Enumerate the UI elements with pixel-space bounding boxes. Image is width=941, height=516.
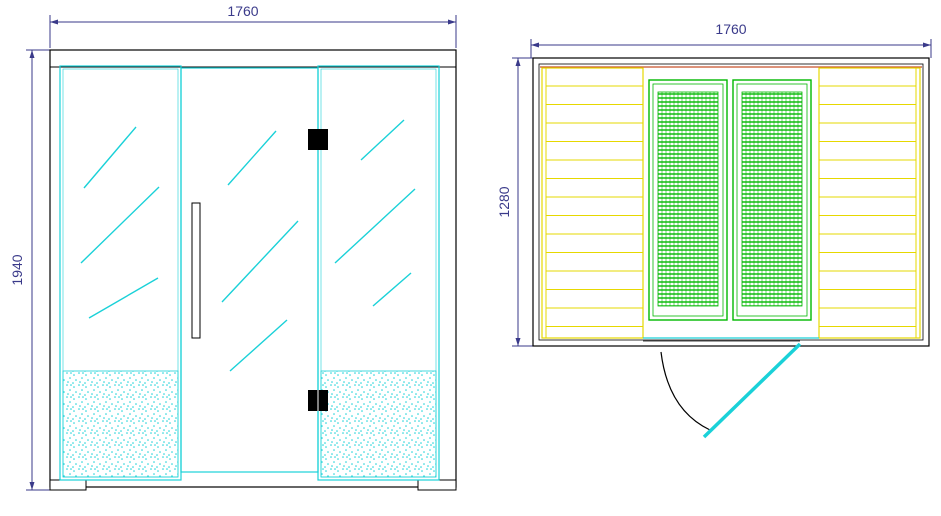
- door-handle: [191, 202, 201, 339]
- door-swing-arc: [660, 351, 711, 431]
- front-width-dimension: 1760: [49, 3, 457, 48]
- glass-door: [180, 67, 319, 473]
- top-hinge-icon: [308, 129, 328, 150]
- left-heater-panel: [648, 79, 728, 321]
- right-glass-panel: [317, 65, 440, 481]
- left-glass-panel: [59, 65, 182, 481]
- plan-depth-dimension: 1280: [496, 57, 533, 347]
- front-width-label: 1760: [227, 3, 258, 19]
- door-swing: [660, 342, 802, 439]
- front-view: 1760 1940: [9, 3, 457, 491]
- plan-outer-wall: [532, 57, 930, 347]
- left-bench: [541, 67, 644, 339]
- front-left-foot: [49, 479, 87, 491]
- plan-view: 1760 1280: [496, 21, 932, 439]
- plan-depth-label: 1280: [496, 186, 512, 217]
- plan-width-dimension: 1760: [530, 21, 932, 58]
- right-bench: [818, 67, 921, 339]
- plan-inner-wall: [538, 63, 924, 341]
- right-frosted-section: [320, 370, 437, 478]
- front-right-foot: [417, 479, 457, 491]
- left-frosted-section: [62, 370, 179, 478]
- plan-width-label: 1760: [715, 21, 746, 37]
- right-heater-panel: [732, 79, 812, 321]
- door-leaf-open: [702, 342, 802, 439]
- front-height-dimension: 1940: [9, 49, 50, 491]
- front-height-label: 1940: [9, 254, 25, 285]
